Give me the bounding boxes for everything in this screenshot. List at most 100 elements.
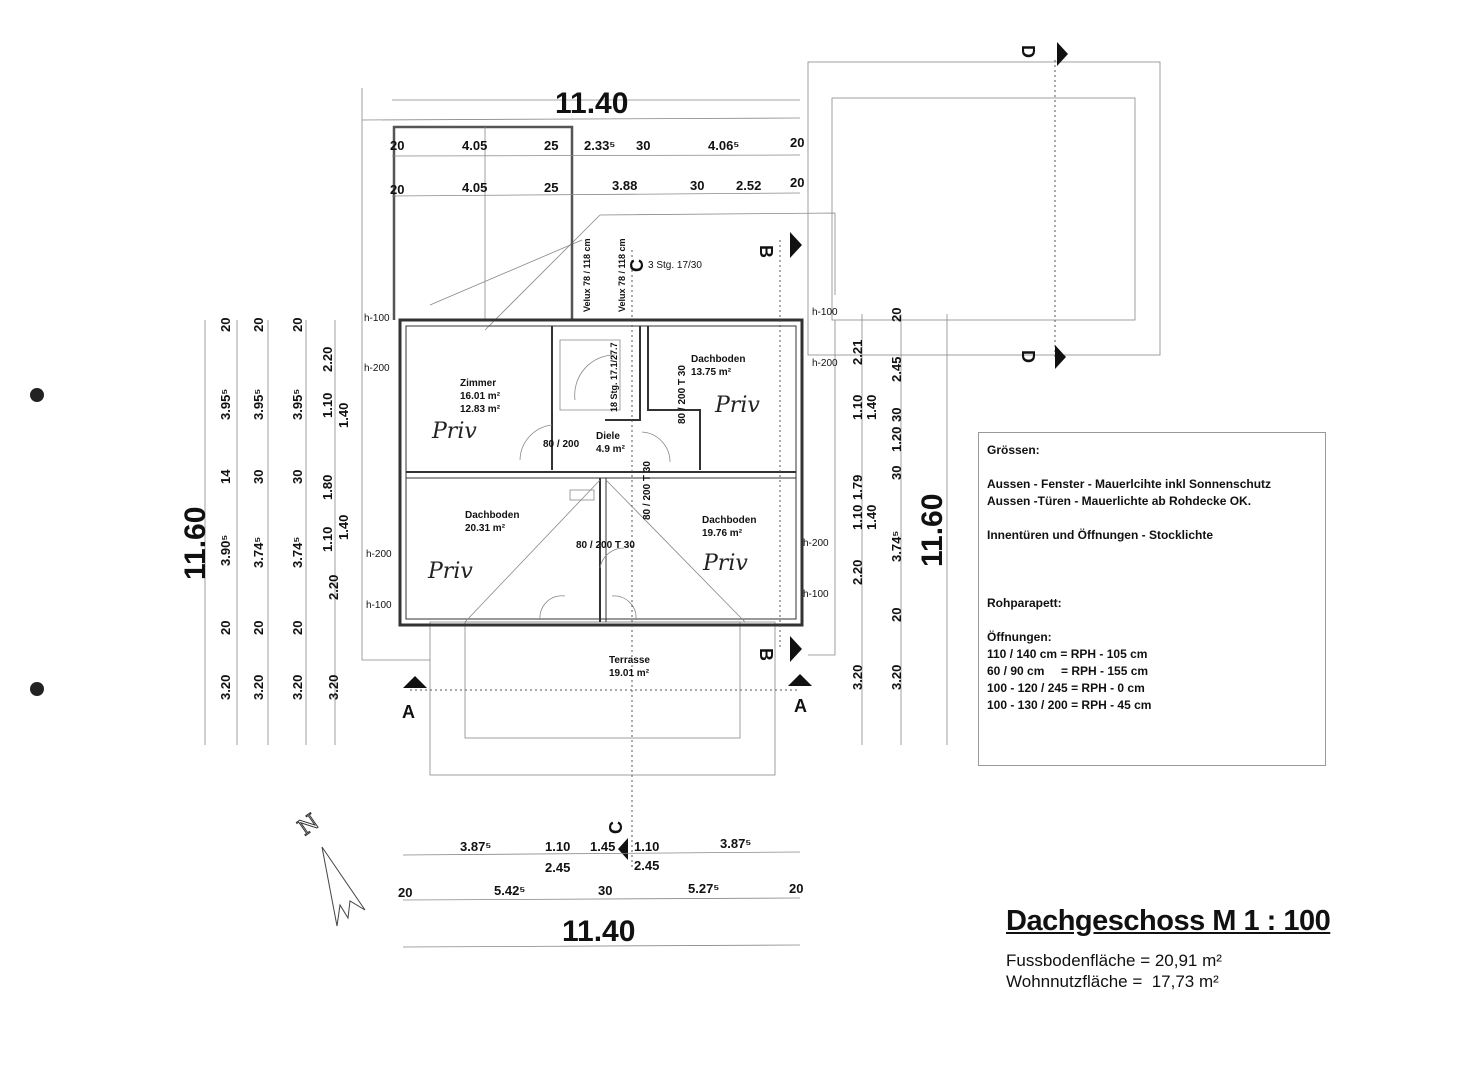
- dimension-label: 3.20: [326, 675, 341, 700]
- handwritten-note: Priv: [714, 393, 760, 418]
- stairs-label: 3 Stg. 17/30: [648, 260, 702, 271]
- dimension-label: 25: [544, 180, 558, 195]
- room-area: 19.01 m²: [609, 668, 650, 679]
- dimension-label: 3.95⁵: [290, 389, 305, 420]
- section-d-marker: D: [1018, 45, 1038, 58]
- room-name: Dachboden: [465, 510, 519, 521]
- dimension-label: 20: [889, 308, 904, 322]
- north-label: N: [294, 810, 324, 842]
- handwritten-note: Priv: [431, 419, 477, 444]
- door-label: 80 / 200: [543, 439, 580, 450]
- dimension-label: 1.40: [864, 505, 879, 530]
- dimension-label: 1.10: [634, 839, 659, 854]
- dimension-label: 2.45: [634, 858, 659, 873]
- room-dachboden-sw: Dachboden 20.31 m²: [465, 510, 519, 534]
- section-b-marker: B: [756, 245, 776, 258]
- dimension-label: 20: [251, 621, 266, 635]
- door-label: 80 / 200 T 30: [677, 365, 688, 424]
- legend-row: 60 / 90 cm = RPH - 155 cm: [987, 664, 1149, 678]
- height-label: h-200: [803, 538, 829, 549]
- dimension-label: 1.10: [320, 393, 335, 418]
- dimension-label: 25: [544, 138, 558, 153]
- legend-line: Aussen - Fenster - Mauerlcihte inkl Sonn…: [987, 477, 1272, 491]
- dimension-label: 1.40: [864, 395, 879, 420]
- dimension-label: 30: [251, 470, 266, 484]
- dimension-label: 30: [598, 883, 612, 898]
- legend-row: 100 - 130 / 200 = RPH - 45 cm: [987, 698, 1152, 712]
- dimension-label: 1.40: [336, 515, 351, 540]
- room-name: Terrasse: [609, 655, 650, 666]
- height-label: h-100: [366, 600, 392, 611]
- room-name: Diele: [596, 431, 620, 442]
- dimension-label: 3.20: [889, 665, 904, 690]
- room-area: 16.01 m²: [460, 391, 501, 402]
- dimension-label: 20: [218, 621, 233, 635]
- dimension-label: 3.20: [218, 675, 233, 700]
- dimension-label: 4.05: [462, 180, 487, 195]
- room-name: Dachboden: [691, 354, 745, 365]
- handwritten-note: Priv: [427, 559, 473, 584]
- dimension-label: 30: [889, 466, 904, 480]
- legend-row: 100 - 120 / 245 = RPH - 0 cm: [987, 681, 1145, 695]
- height-label: h-100: [812, 307, 838, 318]
- section-c-marker: C: [627, 259, 647, 272]
- dimension-label: 5.42⁵: [494, 883, 525, 898]
- room-zimmer: Zimmer 16.01 m² 12.83 m²: [460, 378, 501, 415]
- legend-row: 110 / 140 cm = RPH - 105 cm: [987, 647, 1148, 661]
- room-dachboden-ne: Dachboden 13.75 m²: [691, 354, 745, 378]
- legend-heading: Rohparapett:: [987, 596, 1062, 610]
- legend-box: Grössen: Aussen - Fenster - Mauerlcihte …: [978, 432, 1326, 766]
- dimension-label: 3.95⁵: [218, 389, 233, 420]
- dimension-label: 20: [290, 621, 305, 635]
- room-name: Dachboden: [702, 515, 756, 526]
- roof-outlines: [361, 61, 1161, 776]
- room-area: 20.31 m²: [465, 523, 506, 534]
- dimension-label: 20: [790, 135, 804, 150]
- room-area: 4.9 m²: [596, 444, 626, 455]
- height-label: h-200: [812, 358, 838, 369]
- dimension-label: 1.10: [850, 505, 865, 530]
- dimension-label: 5.27⁵: [688, 881, 719, 896]
- dimension-label: 1.45: [590, 839, 615, 854]
- dimension-total: 11.60: [179, 507, 212, 580]
- dimension-total: 11.40: [555, 87, 628, 120]
- dimension-label: 4.05: [462, 138, 487, 153]
- height-label: h-100: [364, 313, 390, 324]
- dimension-label: 2.20: [320, 347, 335, 372]
- section-c-marker: C: [606, 821, 626, 834]
- room-area: 19.76 m²: [702, 528, 743, 539]
- dimension-label: 30: [889, 408, 904, 422]
- dimension-label: 1.40: [336, 403, 351, 428]
- section-markers: A A B B C C D D: [402, 42, 1068, 860]
- dimension-label: 30: [690, 178, 704, 193]
- legend-line: Aussen -Türen - Mauerlichte ab Rohdecke …: [987, 494, 1252, 508]
- drawing-title: Dachgeschoss M 1 : 100: [1006, 905, 1331, 937]
- dimension-label: 30: [290, 470, 305, 484]
- window-label: Velux 78 / 118 cm: [617, 238, 627, 312]
- section-lines: [410, 60, 1056, 870]
- floor-area: Fussbodenfläche = 20,91 m²: [1006, 951, 1222, 970]
- dimension-label: 3.74⁵: [889, 531, 904, 562]
- living-area: Wohnnutzfläche = 17,73 m²: [1006, 972, 1219, 991]
- dimension-label: 20: [789, 881, 803, 896]
- height-label: h-100: [803, 589, 829, 600]
- dimension-label: 3.74⁵: [290, 537, 305, 568]
- dimension-label: 3.74⁵: [251, 537, 266, 568]
- dimension-label: 3.20: [850, 665, 865, 690]
- section-a-marker: A: [794, 696, 807, 716]
- dimension-label: 1.79: [850, 475, 865, 500]
- handwritten-note: Priv: [702, 551, 748, 576]
- dimension-label: 2.52: [736, 178, 761, 193]
- dimension-label: 2.21: [850, 340, 865, 365]
- dimension-label: 20: [889, 608, 904, 622]
- building-walls: [398, 318, 804, 627]
- dimension-label: 1.80: [320, 475, 335, 500]
- dimension-label: 20: [390, 138, 404, 153]
- dimension-label: 14: [218, 469, 233, 484]
- dimension-label: 30: [636, 138, 650, 153]
- dimension-label: 2.33⁵: [584, 138, 615, 153]
- room-terrasse: Terrasse 19.01 m²: [609, 655, 650, 679]
- legend-heading: Grössen:: [987, 443, 1040, 457]
